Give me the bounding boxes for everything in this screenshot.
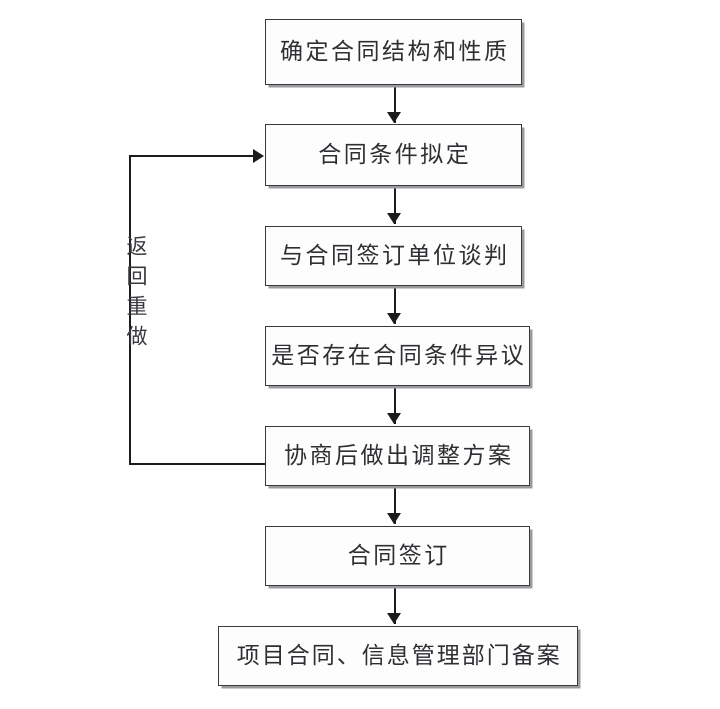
flow-node-label: 合同签订 (347, 542, 450, 569)
flow-node-label: 与合同签订单位谈判 (280, 242, 510, 269)
flow-node-label: 合同条件拟定 (318, 141, 472, 168)
flow-node-adjustment-plan-after-negotiation[interactable]: 协商后做出调整方案 (265, 426, 530, 486)
connector-n4-n5 (394, 386, 396, 424)
flow-node-negotiate-with-signing-party[interactable]: 与合同签订单位谈判 (265, 226, 522, 286)
flow-node-label: 是否存在合同条件异议 (271, 342, 527, 369)
flow-node-label: 项目合同、信息管理部门备案 (236, 642, 562, 669)
connector-n5-n6 (394, 486, 396, 524)
flow-node-sign-contract[interactable]: 合同签订 (265, 526, 530, 586)
arrowhead-n6-n7 (387, 613, 401, 624)
flow-node-label: 确定合同结构和性质 (280, 38, 510, 65)
arrowhead-n4-n5 (387, 413, 401, 424)
arrowhead-n1-n2 (387, 112, 401, 123)
flow-node-any-objection-to-terms[interactable]: 是否存在合同条件异议 (265, 326, 530, 386)
connector-n2-n3 (394, 186, 396, 224)
flow-node-file-with-contract-info-dept[interactable]: 项目合同、信息管理部门备案 (218, 626, 578, 686)
connector-n3-n4 (394, 286, 396, 324)
arrowhead-n2-n3 (387, 213, 401, 224)
flow-node-determine-contract-structure[interactable]: 确定合同结构和性质 (265, 19, 522, 85)
flow-node-label: 协商后做出调整方案 (284, 442, 514, 469)
feedback-segment-top (129, 155, 257, 157)
arrowhead-feedback-to-n2 (253, 149, 264, 163)
feedback-segment-left (129, 155, 131, 465)
connector-n6-n7 (394, 586, 396, 624)
flow-node-draft-contract-terms[interactable]: 合同条件拟定 (265, 124, 522, 186)
arrowhead-n3-n4 (387, 313, 401, 324)
connector-n1-n2 (394, 85, 396, 123)
feedback-loop-label: 返回重做 (124, 235, 148, 355)
feedback-segment-bottom (129, 463, 266, 465)
arrowhead-n5-n6 (387, 513, 401, 524)
